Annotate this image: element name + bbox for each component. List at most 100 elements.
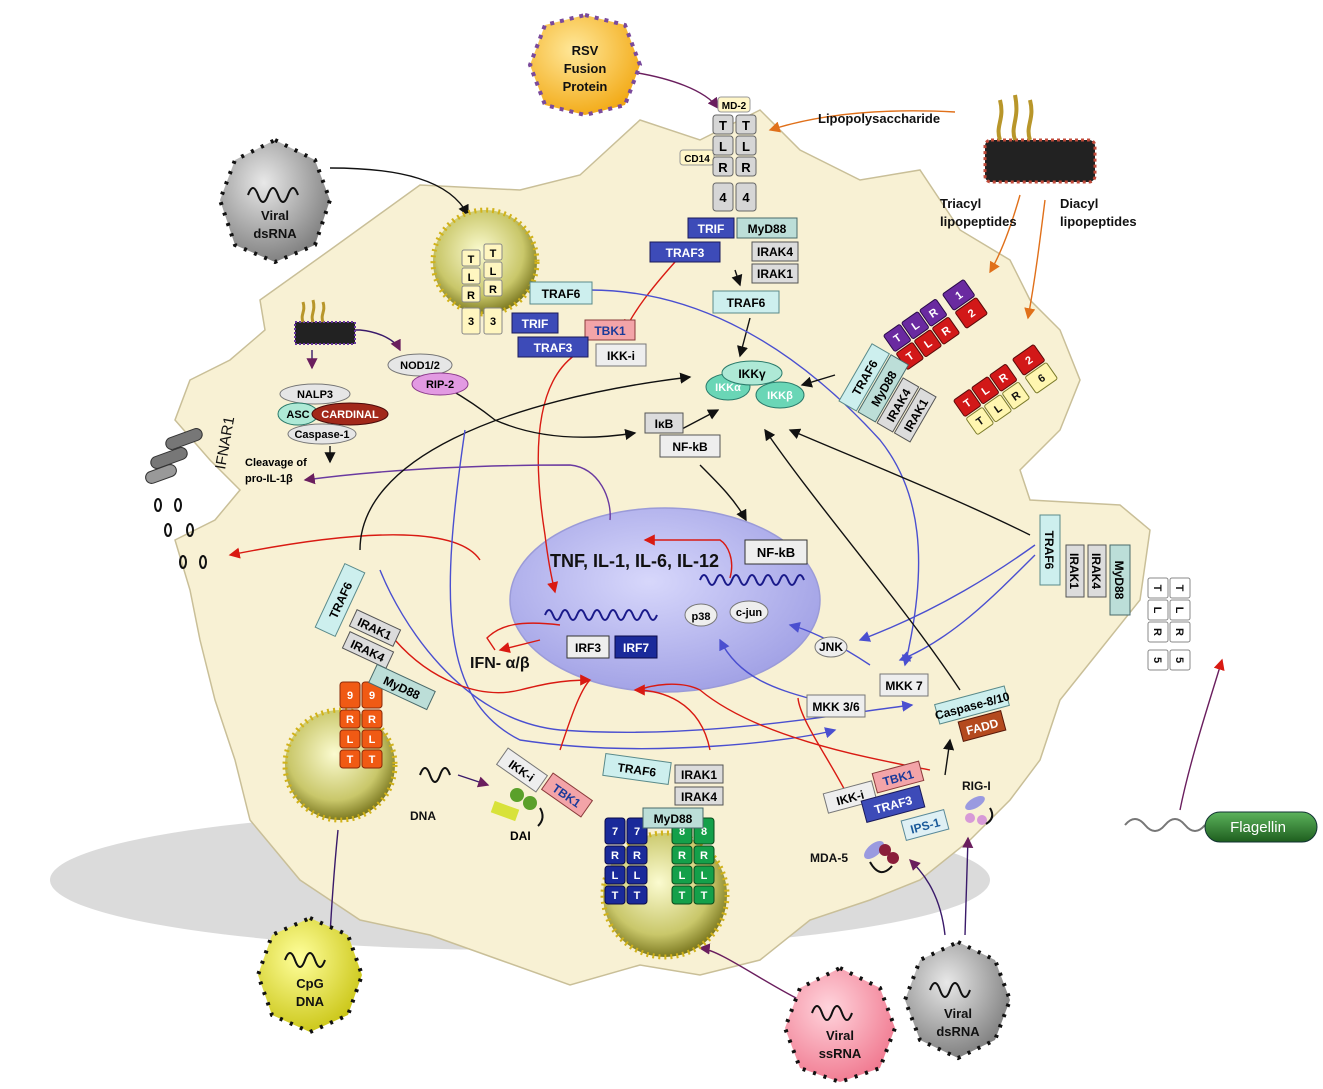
ikki-mid: IKK-i	[607, 349, 635, 363]
tlr9b-t: T	[369, 754, 376, 766]
tlr3a-t: T	[468, 254, 475, 266]
tlr9a-9: 9	[347, 690, 353, 702]
tlr3a-3: 3	[468, 316, 474, 328]
rna-squiggle-icon	[247, 187, 299, 203]
tlr9-endosome: 9 9 R R L L T T	[282, 681, 398, 823]
mda5-label: MDA-5	[810, 851, 848, 865]
cpg-dna: CpG DNA	[255, 915, 365, 1035]
diacyl-line1: Diacyl	[1060, 196, 1098, 211]
traf3-top: TRAF3	[666, 246, 705, 260]
mapk-cluster: MKK 3/6 MKK 7 JNK	[806, 636, 929, 718]
tlr2a-2: 2	[966, 307, 978, 320]
rig-i-label: RIG-I	[962, 779, 991, 793]
nod-label: NOD1/2	[400, 360, 440, 372]
irak1-tlr78: IRAK1	[681, 768, 717, 782]
viral-dsrna-top-line1: Viral	[261, 208, 289, 223]
viral-dsrna-bottom-line2: dsRNA	[936, 1024, 980, 1039]
lipopolysaccharide-label: Lipopolysaccharide	[818, 111, 940, 126]
ikk-alpha: IKKα	[715, 382, 741, 394]
tlr2-tlr6-dimer: T L R 2 T L R 6	[953, 344, 1058, 435]
viral-ssrna: Viral ssRNA	[782, 965, 898, 1085]
tlr5-dimer: T L R 5 T L R 5	[1147, 577, 1191, 671]
dna-label: DNA	[410, 809, 436, 823]
tlr8b-l: L	[701, 870, 708, 882]
tlr5a-5: 5	[1173, 657, 1185, 663]
dai-cluster: IKK-i TBK1 DAI DNA	[410, 747, 594, 843]
ikk-beta: IKKβ	[767, 390, 793, 402]
flagellin: Flagellin	[1124, 811, 1318, 843]
tlr9a-l: L	[347, 734, 354, 746]
traf6-tlr5: TRAF6	[1042, 531, 1056, 570]
nfkb-complex: IκB NF-kB	[644, 412, 721, 458]
asc-label: ASC	[286, 409, 309, 421]
tlr3b-3: 3	[490, 316, 496, 328]
tlr9a-t: T	[347, 754, 354, 766]
jnk-label: JNK	[819, 640, 843, 654]
traf6-tlr78: TRAF6	[617, 760, 658, 779]
tlr4a-4: 4	[719, 190, 727, 205]
viral-dsrna-bottom: Viral dsRNA	[902, 939, 1013, 1061]
tlr9-adaptors: TRAF6 IRAK1 IRAK4 MyD88	[314, 562, 436, 711]
irak4-tlr78: IRAK4	[681, 790, 717, 804]
cd14-label: CD14	[684, 154, 710, 165]
irf3-label: IRF3	[575, 641, 601, 655]
mkk7-label: MKK 7	[885, 679, 923, 693]
trif-top: TRIF	[698, 222, 725, 236]
tlr5a-l: L	[1173, 607, 1185, 614]
irak4-tlr5: IRAK4	[1089, 553, 1103, 589]
trif-mid: TRIF	[522, 317, 549, 331]
viral-dsrna-bottom-line1: Viral	[944, 1006, 972, 1021]
tbk1-mid: TBK1	[594, 324, 626, 338]
ikk-gamma: IKKγ	[738, 367, 766, 381]
irf7-label: IRF7	[623, 641, 649, 655]
tlr4b-r: R	[741, 160, 751, 175]
tlr3-endosome: T L R 3 T L R 3	[430, 207, 540, 335]
tlr5a-t: T	[1173, 585, 1185, 592]
rsv-fusion-protein: RSV Fusion Protein	[527, 12, 643, 118]
tlr8b-r: R	[700, 850, 708, 862]
tlr2b-2: 2	[1023, 354, 1035, 367]
triacyl-line2: lipopeptides	[940, 214, 1017, 229]
irak4-top: IRAK4	[757, 245, 793, 259]
tlr7b-r: R	[633, 850, 641, 862]
dna-irf-promoter-icon	[544, 609, 658, 621]
cardinal-label: CARDINAL	[321, 409, 379, 421]
traf3-mid: TRAF3	[534, 341, 573, 355]
tlr8a-l: L	[679, 870, 686, 882]
p38-label: p38	[692, 611, 711, 623]
ifn-label: IFN- α/β	[470, 655, 530, 672]
tlr5b-l: L	[1151, 607, 1163, 614]
tlr8b-8: 8	[701, 826, 707, 838]
irak1-top: IRAK1	[757, 267, 793, 281]
irak1-tlr5: IRAK1	[1067, 553, 1081, 589]
tlr9b-r: R	[368, 714, 376, 726]
cjun-label: c-jun	[736, 607, 763, 619]
tlr5b-5: 5	[1151, 657, 1163, 663]
tlr4a-l: L	[719, 139, 727, 154]
tlr8a-8: 8	[679, 826, 685, 838]
tlr9b-l: L	[369, 734, 376, 746]
myd88-tlr5: MyD88	[1112, 561, 1126, 600]
rsv-line3: Protein	[563, 79, 608, 94]
tlr9a-r: R	[346, 714, 354, 726]
tlr5b-r: R	[1151, 628, 1163, 636]
viral-dsrna-top: Viral dsRNA	[217, 137, 333, 265]
rsv-line2: Fusion	[564, 61, 607, 76]
myd88-tlr78: MyD88	[654, 812, 693, 826]
ips1-cluster: IKK-i TBK1 TRAF3 IPS-1 Caspase-8/10 FADD…	[810, 685, 1011, 873]
nfkb-cyto-label: NF-kB	[672, 440, 708, 454]
tlr3b-r: R	[489, 284, 497, 296]
tlr3a-r: R	[467, 290, 475, 302]
tlr7a-l: L	[612, 870, 619, 882]
viral-dsrna-top-line2: dsRNA	[253, 226, 297, 241]
tlr7a-7: 7	[612, 826, 618, 838]
cpg-line1: CpG	[296, 976, 323, 991]
tlr8a-t: T	[679, 890, 686, 902]
nucleus-contents: TNF, IL-1, IL-6, IL-12 NF-kB p38 c-jun I…	[544, 539, 808, 659]
adaptor-boxes: TRIF MyD88 TRAF3 IRAK4 IRAK1 TRAF6 TRAF6…	[511, 217, 799, 367]
cpg-line2: DNA	[296, 994, 325, 1009]
cleavage-line2: pro-IL-1β	[245, 473, 293, 485]
traf6-top-left: TRAF6	[542, 287, 581, 301]
viral-ssrna-line2: ssRNA	[819, 1046, 862, 1061]
rsv-line1: RSV	[572, 43, 599, 58]
